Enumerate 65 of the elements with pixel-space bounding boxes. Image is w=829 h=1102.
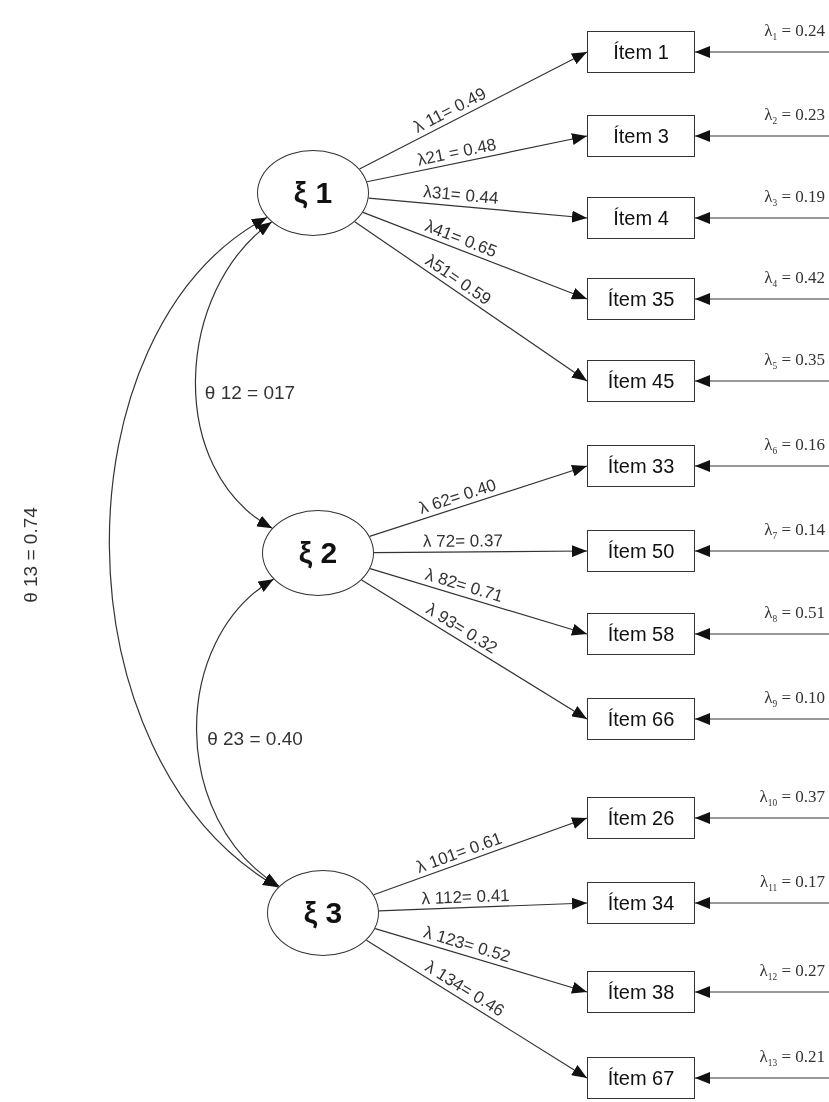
indicator-box: Ítem 38 [587, 971, 695, 1013]
edge-label: θ 12 = 017 [204, 382, 296, 402]
arrow [369, 568, 588, 636]
arrow [373, 545, 588, 558]
indicator-box: Ítem 3 [587, 115, 695, 157]
indicator-box: Ítem 45 [587, 360, 695, 402]
edge-label: λ$_{4}$ = 0.42 [764, 269, 825, 290]
arrow [694, 1072, 829, 1084]
edge-label: θ 13 = 0.74 [20, 507, 40, 603]
edge-label: θ 23 = 0.40 [207, 728, 303, 748]
edge-label: λ21 = 0.48 [416, 135, 498, 169]
arrow [196, 578, 280, 887]
indicator-box: Ítem 35 [587, 278, 695, 320]
edge-label: λ 101= 0.61 [414, 829, 505, 876]
edge-label: λ$_{12}$ = 0.27 [759, 962, 825, 983]
arrow [369, 464, 588, 537]
arrow [694, 628, 829, 640]
indicator-box: Ítem 34 [587, 882, 695, 924]
latent-variable-ellipse: ξ 3 [267, 870, 379, 956]
edge-label: λ$_{9}$ = 0.10 [764, 689, 825, 710]
edge-label: λ$_{8}$ = 0.51 [764, 604, 825, 625]
edge-label: λ$_{5}$ = 0.35 [764, 351, 825, 372]
edge-label: λ$_{3}$ = 0.19 [764, 188, 825, 209]
arrow [694, 375, 829, 387]
edge-label: λ$_{13}$ = 0.21 [759, 1048, 825, 1069]
edge-label: λ$_{11}$ = 0.17 [759, 873, 825, 894]
indicator-box: Ítem 50 [587, 530, 695, 572]
arrow [694, 130, 829, 142]
edge-label: λ 112= 0.41 [421, 886, 511, 907]
arrow [694, 812, 829, 824]
latent-variable-ellipse: ξ 1 [257, 150, 369, 236]
indicator-box: Ítem 66 [587, 698, 695, 740]
arrow [694, 212, 829, 224]
latent-variable-ellipse: ξ 2 [262, 510, 374, 596]
edge-label: λ 62= 0.40 [416, 475, 499, 517]
edge-label: λ$_{1}$ = 0.24 [764, 22, 825, 43]
arrow [194, 221, 273, 529]
indicator-box: Ítem 33 [587, 445, 695, 487]
arrow [373, 817, 588, 896]
edge-label: λ$_{6}$ = 0.16 [764, 436, 825, 457]
arrow [694, 460, 829, 472]
arrow [361, 579, 588, 720]
indicator-box: Ítem 58 [587, 613, 695, 655]
indicator-box: Ítem 67 [587, 1057, 695, 1099]
edge-label: λ$_{7}$ = 0.14 [764, 521, 825, 542]
arrow [694, 897, 829, 909]
edge-label: λ$_{10}$ = 0.37 [759, 788, 825, 809]
arrow [374, 928, 588, 994]
arrow [368, 197, 588, 223]
edge-label: λ$_{2}$ = 0.23 [764, 106, 825, 127]
arrow [354, 221, 588, 382]
indicator-box: Ítem 1 [587, 31, 695, 73]
arrow [378, 897, 588, 912]
arrow [694, 545, 829, 557]
arrow [694, 986, 829, 998]
arrow [694, 293, 829, 305]
arrow [694, 46, 829, 58]
edge-label: λ31= 0.44 [423, 183, 500, 208]
arrow [694, 713, 829, 725]
edge-label: λ 72= 0.37 [423, 532, 504, 550]
arrow [366, 133, 588, 183]
arrow [362, 211, 588, 300]
indicator-box: Ítem 4 [587, 197, 695, 239]
indicator-box: Ítem 26 [587, 797, 695, 839]
edge-label: λ 11= 0.49 [411, 84, 489, 136]
